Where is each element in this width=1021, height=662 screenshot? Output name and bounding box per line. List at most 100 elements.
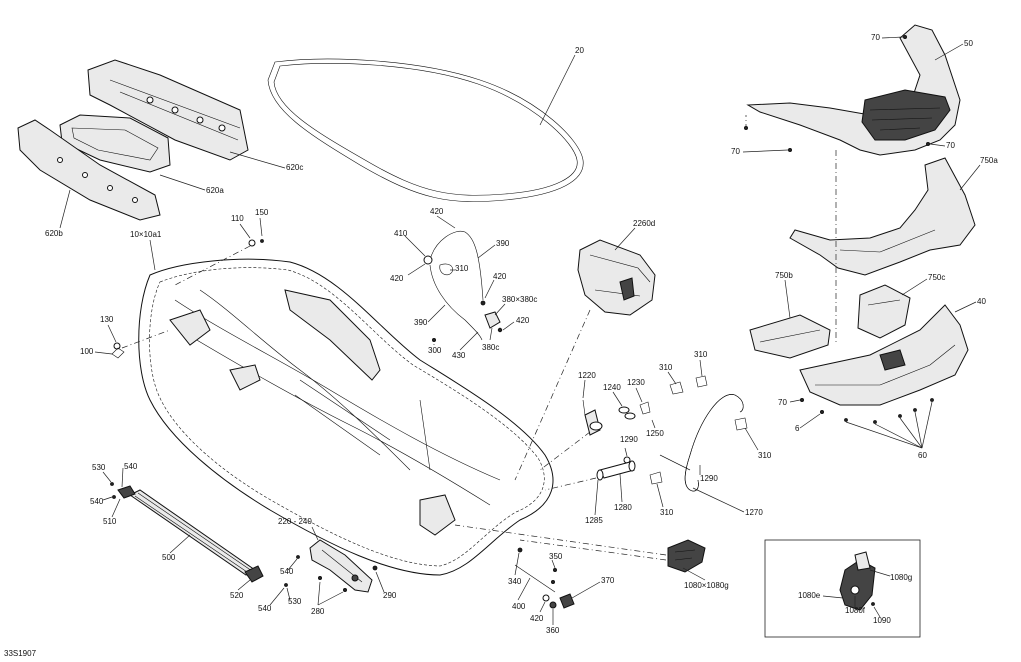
part-420e xyxy=(542,594,550,602)
leader-420e xyxy=(539,601,546,613)
part-510-endcap xyxy=(117,485,136,499)
leader-1080g xyxy=(869,569,891,577)
part-360 xyxy=(549,601,557,609)
leader-400 xyxy=(517,577,531,601)
vent-hoses xyxy=(423,230,503,342)
part-310b xyxy=(669,381,684,395)
part-2260d-reservoir xyxy=(577,239,656,316)
leader-130-dash xyxy=(121,329,171,349)
part-620b-footrest xyxy=(17,119,161,221)
label-390b: 390 xyxy=(414,318,428,327)
label-310b: 310 xyxy=(659,363,673,372)
leader-130 xyxy=(107,324,117,343)
leader-380c xyxy=(489,327,493,341)
leader-290 xyxy=(375,571,385,593)
part-350b xyxy=(551,580,556,585)
label-1080x1080g: 1080×1080g xyxy=(684,581,729,590)
label-380c: 380c xyxy=(482,343,499,352)
label-70d: 70 xyxy=(946,141,955,150)
leader-70e xyxy=(789,399,801,403)
part-280a xyxy=(317,576,322,581)
part-110-washer xyxy=(248,239,256,247)
leader-1285 xyxy=(594,479,599,516)
label-1270: 1270 xyxy=(745,508,763,517)
part-1220-fitting xyxy=(582,399,603,436)
leader-540d xyxy=(269,587,285,606)
part-520-endcap xyxy=(244,565,264,583)
leader-750c xyxy=(901,278,928,296)
leader-380x380c xyxy=(494,303,506,316)
dash-1080 xyxy=(454,524,667,556)
label-510: 510 xyxy=(103,517,117,526)
part-1090 xyxy=(871,602,875,606)
leader-620a xyxy=(159,174,206,191)
part-6 xyxy=(820,409,825,414)
label-110: 110 xyxy=(231,214,244,223)
part-310c xyxy=(695,375,708,388)
part-50-handle xyxy=(746,24,961,156)
leader-620c xyxy=(229,151,286,169)
leader-20 xyxy=(539,54,576,126)
part-220-bracket xyxy=(309,539,373,593)
label-1080g: 1080g xyxy=(890,573,912,582)
leader-70c xyxy=(742,149,789,153)
leader-500 xyxy=(169,534,191,554)
leader-420c xyxy=(484,279,495,299)
leader-620b xyxy=(59,189,71,229)
leader-280 xyxy=(317,581,344,606)
part-1240-ring xyxy=(618,406,630,414)
part-750b-pad xyxy=(749,314,831,359)
leader-390a xyxy=(477,244,496,259)
label-350: 350 xyxy=(549,552,563,561)
leader-390b xyxy=(427,304,446,323)
label-280: 280 xyxy=(311,607,325,616)
label-60: 60 xyxy=(918,451,927,460)
leader-1080x1080g xyxy=(682,567,706,581)
leader-1240 xyxy=(612,391,623,407)
leader-350 xyxy=(551,559,556,569)
part-1270-hose xyxy=(659,394,744,492)
leader-1290a xyxy=(624,447,628,457)
label-10x10a1: 10×10a1 xyxy=(130,230,162,239)
part-540c xyxy=(296,555,300,559)
label-530b: 530 xyxy=(288,597,302,606)
label-70c: 70 xyxy=(731,147,740,156)
leader-220-240 xyxy=(311,526,319,541)
leader-1250 xyxy=(651,419,656,429)
part-40-bin xyxy=(799,304,969,406)
label-1290a: 1290 xyxy=(620,435,638,444)
part-310d xyxy=(734,417,748,431)
leader-540b xyxy=(102,496,113,501)
dash-1280 xyxy=(544,477,597,491)
label-1230: 1230 xyxy=(627,378,645,387)
part-20-gasket xyxy=(267,58,584,202)
leader-10x10a1 xyxy=(149,239,156,271)
part-70d xyxy=(926,141,931,146)
leader-100 xyxy=(94,351,113,355)
label-1080e: 1080e xyxy=(798,591,821,600)
leader-1230 xyxy=(635,387,643,403)
label-620c: 620c xyxy=(286,163,303,172)
inset-frame xyxy=(764,539,921,638)
label-150: 150 xyxy=(255,208,269,217)
leader-530 xyxy=(102,471,112,483)
part-340 xyxy=(517,547,523,553)
label-540d: 540 xyxy=(258,604,272,613)
label-540c: 540 xyxy=(280,567,294,576)
part-540-screw xyxy=(112,495,116,499)
leader-1080e xyxy=(822,595,844,599)
part-530-screw xyxy=(110,482,114,486)
leader-1220 xyxy=(582,379,586,399)
label-1240: 1240 xyxy=(603,383,621,392)
label-620a: 620a xyxy=(206,186,224,195)
label-360: 360 xyxy=(546,626,560,635)
label-220-240: 220 - 240 xyxy=(278,517,312,526)
label-420d: 420 xyxy=(516,316,530,325)
part-400-rod xyxy=(514,564,556,593)
leader-430 xyxy=(459,331,479,351)
leader-310d xyxy=(744,427,759,451)
part-130 xyxy=(113,342,121,350)
part-620c-footrest xyxy=(87,59,249,161)
label-6: 6 xyxy=(795,424,800,433)
leader-340 xyxy=(514,552,520,576)
